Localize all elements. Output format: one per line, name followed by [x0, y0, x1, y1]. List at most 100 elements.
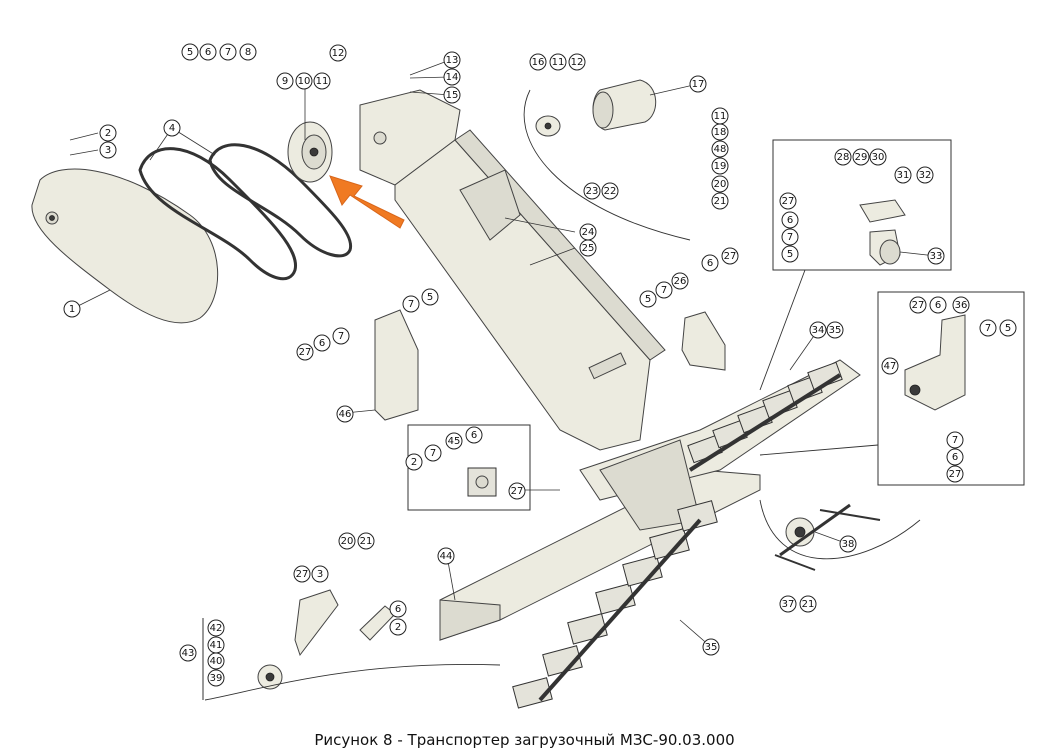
callout-45: 45: [445, 432, 463, 450]
svg-text:35: 35: [829, 325, 842, 336]
callout-32: 32: [916, 166, 934, 184]
svg-text:48: 48: [714, 144, 727, 155]
svg-text:27: 27: [296, 569, 309, 580]
callout-5: 5: [181, 43, 199, 61]
callout-7: 7: [946, 431, 964, 449]
direction-arrow: [329, 175, 405, 229]
svg-text:32: 32: [919, 170, 932, 181]
svg-text:11: 11: [316, 76, 329, 87]
callout-12: 12: [568, 53, 586, 71]
callout-4: 4: [163, 119, 181, 137]
callout-3: 3: [311, 565, 329, 583]
callout-11: 11: [549, 53, 567, 71]
callout-6: 6: [929, 296, 947, 314]
motor-assembly: [535, 79, 657, 137]
callout-21: 21: [357, 532, 375, 550]
callout-7: 7: [332, 327, 350, 345]
callout-27: 27: [946, 465, 964, 483]
svg-text:5: 5: [1005, 323, 1011, 334]
svg-text:7: 7: [985, 323, 991, 334]
callout-31: 31: [894, 166, 912, 184]
svg-text:7: 7: [661, 285, 667, 296]
callout-17: 17: [689, 75, 707, 93]
figure-caption: Рисунок 8 - Транспортер загрузочный МЗС-…: [314, 731, 735, 749]
callout-7: 7: [402, 295, 420, 313]
svg-text:16: 16: [532, 57, 545, 68]
callout-18: 18: [711, 123, 729, 141]
callout-21: 21: [711, 192, 729, 210]
side-plate-26: [681, 311, 726, 371]
detail-box-36: [877, 291, 1025, 486]
callout-21: 21: [799, 595, 817, 613]
svg-text:5: 5: [427, 292, 433, 303]
callout-41: 41: [207, 636, 225, 654]
svg-text:38: 38: [842, 539, 855, 550]
detail-box-caster: [772, 139, 952, 271]
bracket-36: [904, 314, 966, 411]
caster-wheel: [859, 199, 906, 266]
svg-text:41: 41: [210, 640, 223, 651]
tensioner-group: [257, 589, 396, 690]
callout-27: 27: [296, 343, 314, 361]
sprocket-38: [774, 503, 881, 571]
svg-text:6: 6: [952, 452, 958, 463]
svg-text:46: 46: [339, 409, 352, 420]
svg-text:3: 3: [317, 569, 323, 580]
svg-text:12: 12: [332, 48, 345, 59]
svg-text:3: 3: [105, 145, 111, 156]
svg-text:39: 39: [210, 673, 223, 684]
svg-text:21: 21: [360, 536, 373, 547]
elevator-housing: [359, 89, 666, 451]
svg-text:11: 11: [552, 57, 565, 68]
svg-text:19: 19: [714, 161, 727, 172]
callout-24: 24: [579, 223, 597, 241]
svg-text:26: 26: [674, 276, 687, 287]
svg-text:12: 12: [571, 57, 584, 68]
svg-text:33: 33: [930, 251, 943, 262]
callout-9: 9: [276, 72, 294, 90]
svg-text:4: 4: [169, 123, 175, 134]
callout-19: 19: [711, 157, 729, 175]
callout-34: 34: [809, 321, 827, 339]
svg-text:27: 27: [912, 300, 925, 311]
svg-text:24: 24: [582, 227, 595, 238]
svg-text:44: 44: [440, 551, 453, 562]
svg-text:43: 43: [182, 648, 195, 659]
svg-text:5: 5: [645, 294, 651, 305]
pulley: [287, 121, 333, 183]
callout-6: 6: [199, 43, 217, 61]
svg-text:42: 42: [210, 623, 223, 634]
callout-36: 36: [952, 296, 970, 314]
scraper-chain-upper: [687, 361, 843, 472]
callout-3: 3: [99, 141, 117, 159]
svg-text:7: 7: [338, 331, 344, 342]
group-boundaries: [204, 89, 921, 701]
callout-39: 39: [207, 669, 225, 687]
scraper-chain-lower: [512, 500, 718, 709]
callout-44: 44: [437, 547, 455, 565]
svg-text:7: 7: [952, 435, 958, 446]
callout-5: 5: [781, 245, 799, 263]
callout-2: 2: [405, 453, 423, 471]
callout-6: 6: [781, 211, 799, 229]
callout-27: 27: [721, 247, 739, 265]
callout-15: 15: [443, 86, 461, 104]
callout-11: 11: [711, 107, 729, 125]
svg-text:2: 2: [105, 128, 111, 139]
callout-10: 10: [295, 72, 313, 90]
callout-6: 6: [465, 426, 483, 444]
callout-7: 7: [655, 281, 673, 299]
callout-8: 8: [239, 43, 257, 61]
svg-text:28: 28: [837, 152, 850, 163]
svg-text:7: 7: [430, 448, 436, 459]
callout-30: 30: [869, 148, 887, 166]
svg-text:7: 7: [787, 232, 793, 243]
svg-text:18: 18: [714, 127, 727, 138]
callout-16: 16: [529, 53, 547, 71]
svg-text:2: 2: [395, 622, 401, 633]
svg-text:17: 17: [692, 79, 705, 90]
callout-20: 20: [338, 532, 356, 550]
callout-7: 7: [781, 228, 799, 246]
svg-text:30: 30: [872, 152, 885, 163]
